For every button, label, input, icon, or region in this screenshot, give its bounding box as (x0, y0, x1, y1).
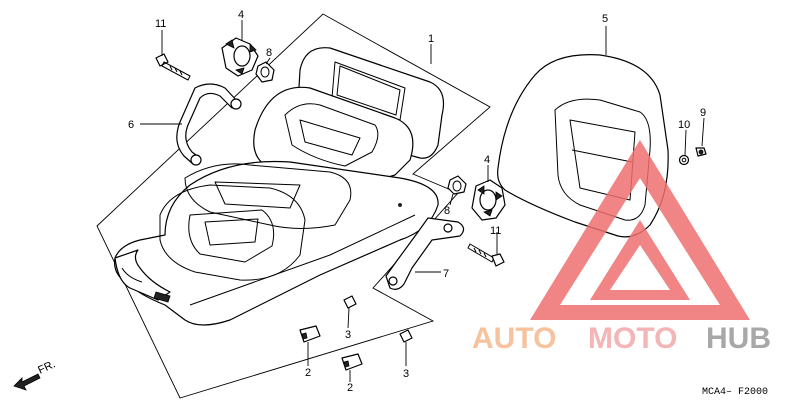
bolt-right (467, 243, 505, 267)
callout-10: 10 (678, 119, 690, 131)
bracket-right (385, 217, 465, 290)
callout-2-right: 2 (347, 382, 353, 394)
watermark-text-hub: HUB (706, 322, 771, 355)
watermark-text-auto: AUTO (472, 322, 556, 355)
watermark-triangle-icon (530, 140, 750, 320)
adjuster-knob-right (471, 179, 506, 221)
leader-lines (140, 20, 705, 382)
bolt-left (155, 53, 191, 81)
callout-11-left: 11 (155, 18, 166, 30)
collar-left (255, 61, 275, 83)
front-label: FR. (36, 358, 57, 376)
clip-3a (343, 295, 357, 309)
callout-11-right: 11 (490, 225, 501, 237)
callout-1: 1 (428, 33, 434, 45)
callout-8-right: 8 (444, 205, 450, 217)
clip-2a (299, 325, 321, 343)
callout-3-lower: 3 (403, 368, 409, 380)
callout-7: 7 (443, 268, 449, 280)
nut-10 (678, 154, 690, 166)
front-direction-marker: FR. (13, 358, 57, 391)
collar-right (447, 175, 467, 195)
seat-assembly (113, 47, 445, 326)
callout-4-right: 4 (484, 154, 490, 166)
adjuster-knob-left (221, 37, 259, 77)
callout-3-upper: 3 (345, 329, 351, 341)
callout-2-left: 2 (305, 367, 311, 379)
callout-8-left: 8 (266, 47, 272, 59)
watermark-text-moto: MOTO (588, 322, 677, 355)
callout-4-left: 4 (238, 9, 244, 21)
callout-9: 9 (700, 107, 706, 119)
clip-3b (399, 329, 413, 343)
callout-6: 6 (128, 119, 134, 131)
screw-9 (695, 147, 707, 157)
clip-2b (341, 353, 363, 371)
callout-5: 5 (602, 13, 608, 25)
grab-handle-left (176, 83, 242, 166)
diagram-code: MCA4– F2000 (702, 387, 768, 398)
watermark-logo: AUTO MOTO HUB (472, 140, 771, 355)
